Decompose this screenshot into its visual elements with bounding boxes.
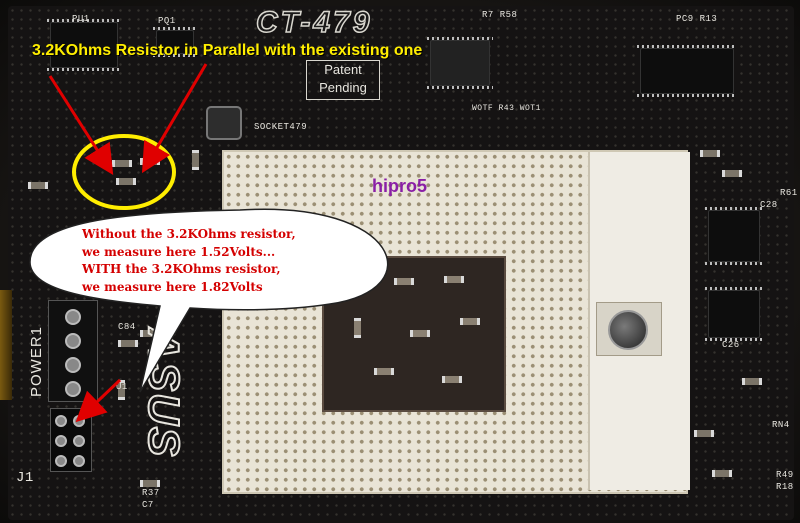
smd-part [694, 430, 714, 437]
silk-label-r49: R18 [776, 482, 794, 492]
silk-label-r61: R61 [780, 188, 798, 198]
bubble-line-3: WITH the 3.2KOhms resistor, [82, 262, 281, 276]
connector-pin [65, 309, 81, 325]
smd-part [442, 376, 462, 383]
silk-label-wotf: WOTF R43 WOT1 [472, 104, 541, 113]
ic-pq1 [153, 27, 197, 57]
silk-label-c28: C28 [760, 200, 778, 210]
inductor [206, 106, 242, 140]
silk-label-r37: R37 [142, 488, 160, 498]
ic-top-right [637, 45, 737, 97]
smd-part [118, 380, 125, 400]
jumper-label: J1 [16, 470, 34, 486]
patent-line-2: Pending [319, 80, 367, 95]
smd-part [28, 182, 48, 189]
watermark-text: hipro5 [372, 176, 428, 196]
silk-label-r7: R7 R58 [482, 10, 518, 20]
patent-pending-box: Patent Pending [306, 60, 380, 100]
bubble-line-1: Without the 3.2KOhms resistor, [82, 227, 296, 241]
socket-label: SOCKET479 [254, 122, 308, 132]
silk-label-c26: C26 [722, 340, 740, 350]
ic-u4 [705, 287, 763, 341]
wire-bracket [0, 290, 12, 400]
smd-part [460, 318, 480, 325]
speech-bubble-text: Without the 3.2KOhms resistor, we measur… [82, 226, 392, 296]
smd-part [354, 318, 361, 338]
smd-part [192, 150, 199, 170]
smd-part [410, 330, 430, 337]
silk-label-r48: R49 [776, 470, 794, 480]
connector-pin [65, 333, 81, 349]
arrow-left [48, 75, 114, 176]
bubble-line-4: we measure here 1.82Volts [82, 279, 263, 294]
annotation-title: 3.2KOhms Resistor in Parallel with the e… [32, 42, 423, 59]
ic-pu1 [47, 19, 121, 71]
smd-part [140, 480, 160, 487]
jumper-pin [55, 435, 67, 447]
jumper-pin [55, 415, 67, 427]
speech-bubble [29, 208, 389, 393]
smd-part [742, 378, 762, 385]
ic-u1 [705, 207, 763, 265]
smd-part [722, 170, 742, 177]
silk-label-pu1: PU1 [72, 14, 90, 24]
silk-label-c84: U1 [116, 382, 128, 392]
ic-regulator [427, 37, 493, 89]
arrow-bubble [75, 378, 122, 423]
smd-part [374, 368, 394, 375]
smd-part [700, 150, 720, 157]
jumper-pin [73, 455, 85, 467]
silk-label-pq1: PQ1 [158, 16, 176, 26]
patent-line-1: Patent [324, 62, 362, 77]
smd-part [394, 278, 414, 285]
smd-part [118, 340, 138, 347]
silk-label-c7: C7 [142, 500, 154, 510]
connector-pin [65, 357, 81, 373]
silk-label-rn4: RN4 [772, 420, 790, 430]
bubble-line-2: we measure here 1.52Volts... [82, 244, 276, 259]
jumper-pin [55, 455, 67, 467]
jumper-pin [73, 435, 85, 447]
board-model-title: CT-479 [255, 5, 373, 40]
silk-label-pc9: PC9 R13 [676, 14, 718, 24]
silk-label-r27: C84 [118, 322, 136, 332]
power-connector [48, 300, 98, 402]
smd-part [116, 178, 136, 185]
socket-cam-screw [608, 310, 648, 350]
highlight-ellipse [72, 134, 176, 210]
smd-part [112, 160, 132, 167]
smd-part [712, 470, 732, 477]
arrow-right [141, 63, 208, 174]
smd-part [444, 276, 464, 283]
